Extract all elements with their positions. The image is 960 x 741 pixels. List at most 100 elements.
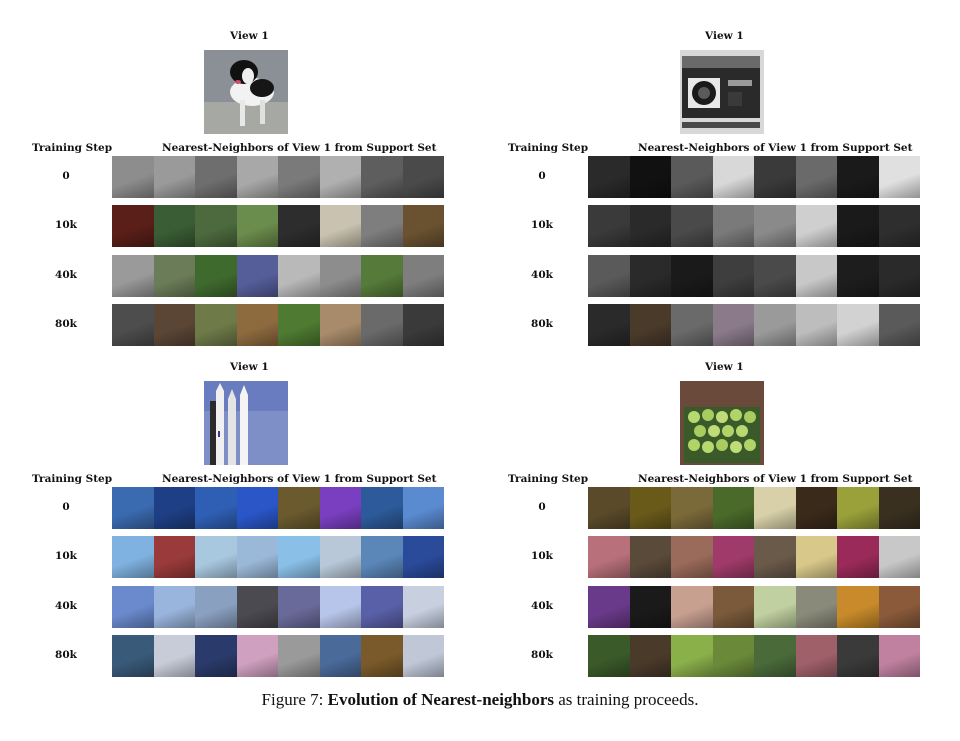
- neighbor-thumbnail: [588, 487, 630, 529]
- neighbor-thumbnail: [754, 487, 796, 529]
- neighbor-thumbnail: [236, 487, 278, 529]
- neighbor-thumbnail: [878, 255, 920, 297]
- neighbor-thumbnail: [319, 487, 361, 529]
- neighbor-thumbnail: [319, 304, 361, 346]
- neighbor-thumbnail: [361, 487, 403, 529]
- neighbor-thumbnail: [195, 536, 237, 578]
- neighbor-thumbnail: [754, 304, 796, 346]
- neighbor-thumbnail: [402, 536, 444, 578]
- neighbor-thumbnail: [402, 635, 444, 677]
- nearest-neighbors-header: Nearest-Neighbors of View 1 from Support…: [162, 142, 437, 154]
- neighbor-thumbnail: [712, 536, 754, 578]
- neighbor-thumbnail: [837, 255, 879, 297]
- view-label: View 1: [230, 30, 269, 42]
- neighbor-thumbnail: [153, 156, 195, 198]
- neighbor-thumbnail: [878, 205, 920, 247]
- view-label: View 1: [705, 30, 744, 42]
- nearest-neighbors-header: Nearest-Neighbors of View 1 from Support…: [638, 473, 913, 485]
- neighbor-thumbnail: [588, 635, 630, 677]
- neighbor-thumbnail: [236, 255, 278, 297]
- neighbor-thumbnail: [671, 536, 713, 578]
- neighbor-row: 40k: [0, 255, 470, 297]
- neighbor-thumbnail: [671, 205, 713, 247]
- neighbor-row: 10k: [0, 205, 470, 247]
- neighbor-thumbnail: [236, 536, 278, 578]
- figure-caption: Figure 7: Evolution of Nearest-neighbors…: [0, 690, 960, 710]
- neighbor-thumbnail: [712, 635, 754, 677]
- neighbor-strip: [588, 156, 920, 198]
- neighbor-thumbnail: [712, 304, 754, 346]
- neighbor-thumbnail: [319, 586, 361, 628]
- neighbor-thumbnail: [112, 205, 154, 247]
- neighbor-thumbnail: [795, 586, 837, 628]
- neighbor-row: 80k: [0, 635, 470, 677]
- panel-camera: View 1 Training Step Nearest-Neighbors o…: [476, 28, 946, 358]
- neighbor-thumbnail: [153, 586, 195, 628]
- neighbor-row: 40k: [0, 586, 470, 628]
- neighbor-thumbnail: [629, 635, 671, 677]
- neighbor-thumbnail: [195, 586, 237, 628]
- neighbor-thumbnail: [588, 156, 630, 198]
- step-label: 40k: [531, 600, 553, 612]
- neighbor-thumbnail: [402, 487, 444, 529]
- neighbor-thumbnail: [402, 255, 444, 297]
- neighbor-thumbnail: [319, 635, 361, 677]
- neighbor-thumbnail: [629, 156, 671, 198]
- neighbor-thumbnail: [837, 304, 879, 346]
- neighbor-thumbnail: [878, 304, 920, 346]
- neighbor-thumbnail: [278, 536, 320, 578]
- neighbor-row: 40k: [476, 255, 946, 297]
- neighbor-thumbnail: [112, 586, 154, 628]
- step-label: 40k: [55, 600, 77, 612]
- neighbor-thumbnail: [671, 635, 713, 677]
- neighbor-strip: [588, 635, 920, 677]
- neighbor-thumbnail: [278, 205, 320, 247]
- neighbor-thumbnail: [153, 635, 195, 677]
- neighbor-strip: [588, 205, 920, 247]
- query-image-camera: [680, 50, 764, 134]
- neighbor-thumbnail: [195, 635, 237, 677]
- neighbor-thumbnail: [754, 635, 796, 677]
- step-label: 10k: [531, 219, 553, 231]
- neighbor-thumbnail: [278, 487, 320, 529]
- neighbor-thumbnail: [195, 487, 237, 529]
- training-step-header: Training Step: [508, 142, 589, 154]
- neighbor-thumbnail: [754, 205, 796, 247]
- neighbor-thumbnail: [153, 536, 195, 578]
- neighbor-thumbnail: [361, 536, 403, 578]
- neighbor-thumbnail: [112, 304, 154, 346]
- neighbor-thumbnail: [319, 156, 361, 198]
- neighbor-row: 0: [0, 487, 470, 529]
- step-label: 10k: [55, 219, 77, 231]
- neighbor-thumbnail: [878, 635, 920, 677]
- neighbor-thumbnail: [195, 304, 237, 346]
- neighbor-thumbnail: [112, 156, 154, 198]
- neighbor-thumbnail: [837, 536, 879, 578]
- neighbor-thumbnail: [195, 255, 237, 297]
- training-step-header: Training Step: [508, 473, 589, 485]
- neighbor-thumbnail: [153, 487, 195, 529]
- neighbor-strip: [588, 304, 920, 346]
- neighbor-row: 80k: [0, 304, 470, 346]
- neighbor-thumbnail: [837, 487, 879, 529]
- training-step-header: Training Step: [32, 473, 113, 485]
- neighbor-thumbnail: [712, 255, 754, 297]
- neighbor-thumbnail: [878, 536, 920, 578]
- neighbor-thumbnail: [712, 156, 754, 198]
- neighbor-row: 80k: [476, 304, 946, 346]
- neighbor-strip: [112, 205, 444, 247]
- neighbor-strip: [588, 536, 920, 578]
- neighbor-thumbnail: [112, 536, 154, 578]
- neighbor-thumbnail: [278, 635, 320, 677]
- neighbor-thumbnail: [795, 156, 837, 198]
- neighbor-thumbnail: [629, 586, 671, 628]
- neighbor-thumbnail: [361, 635, 403, 677]
- neighbor-thumbnail: [878, 487, 920, 529]
- training-step-header: Training Step: [32, 142, 113, 154]
- neighbor-thumbnail: [361, 156, 403, 198]
- neighbor-thumbnail: [588, 304, 630, 346]
- neighbor-strip: [112, 304, 444, 346]
- neighbor-thumbnail: [837, 205, 879, 247]
- step-label: 40k: [55, 269, 77, 281]
- step-label: 80k: [55, 318, 77, 330]
